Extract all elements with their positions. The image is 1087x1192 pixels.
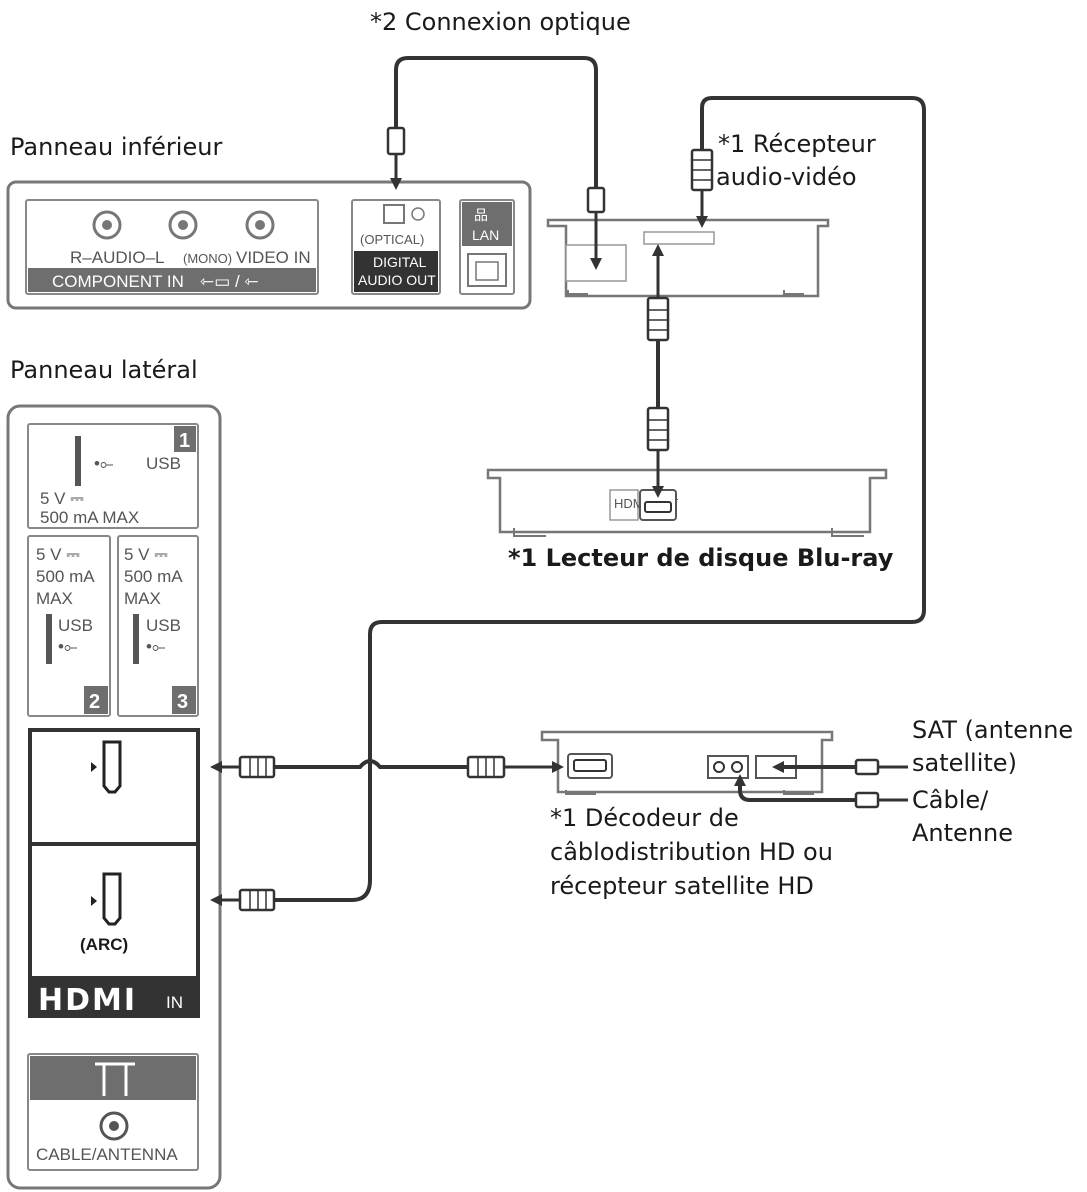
usb2-max: MAX [36, 589, 73, 608]
mono-label: (MONO) [183, 251, 232, 266]
tv-hdmi3-plug-icon [238, 888, 276, 912]
component-in-icons: ⇽▭ / ⇽ [200, 272, 259, 291]
bottom-panel: R–AUDIO–L (MONO) VIDEO IN COMPONENT IN ⇽… [6, 180, 532, 310]
hdmi-cable-decoder-to-tv [270, 759, 470, 769]
usb2-icon: •⟜ [58, 637, 78, 656]
usb2-voltage: 5 V ⎓ [36, 545, 80, 564]
bluray-player: HDMI OUT [486, 468, 888, 537]
hdmi3-number: 3 [176, 851, 187, 873]
hdmi-in-label: IN [166, 993, 183, 1012]
hdmi-cable-receiver-to-tv [270, 96, 926, 902]
optical-cable [394, 56, 598, 190]
antenna-icon [95, 1062, 135, 1096]
lan-network-icon: 品 [474, 207, 488, 223]
optical-connection-label: *2 Connexion optique [370, 8, 631, 36]
antenna-cable [738, 778, 858, 802]
hdmi2-number: 2 [176, 737, 187, 759]
bluray-label: *1 Lecteur de disque Blu-ray [508, 544, 894, 572]
av-receiver-label-1: *1 Récepteur [718, 130, 876, 158]
sat-plug-icon [854, 758, 880, 776]
usb2-current: 500 mA [36, 567, 95, 586]
optical-port-icon [383, 204, 405, 224]
usb3-label: USB [146, 616, 181, 635]
component-in-label: COMPONENT IN [52, 272, 184, 291]
audio-out-label: AUDIO OUT [358, 272, 436, 288]
digital-label: DIGITAL [373, 254, 427, 270]
usb3-icon: •⟜ [146, 637, 166, 656]
usb2-label: USB [58, 616, 93, 635]
usb1-label: USB [146, 454, 181, 473]
tv-hdmi2-plug-icon [238, 755, 276, 779]
bluray-cable-top-plug-icon [646, 296, 670, 342]
usb3-max: MAX [124, 589, 161, 608]
usb3-current: 500 mA [124, 567, 183, 586]
antenna-plug-icon [854, 791, 880, 809]
sat-label-1: SAT (antenne [912, 716, 1073, 744]
lan-label: LAN [472, 227, 499, 243]
usb3-voltage: 5 V ⎓ [124, 545, 168, 564]
usb1-current: 500 mA MAX [40, 508, 139, 527]
hdmi-logo: HDMI [38, 983, 137, 1018]
video-in-label: VIDEO IN [236, 248, 311, 267]
audio-label: R–AUDIO–L [70, 248, 164, 267]
side-panel: 1 •⟜ USB 5 V ⎓ 500 mA MAX 5 V ⎓ 500 mA M… [6, 404, 222, 1190]
decoder-label-3: récepteur satellite HD [550, 872, 814, 900]
bluray-cable-bottom-plug-icon [646, 406, 670, 452]
usb1-number: 1 [179, 430, 190, 452]
cable-label-1: Câble/ [912, 786, 989, 814]
usb1-voltage: 5 V ⎓ [40, 489, 84, 508]
hdmi3-port-icon [102, 872, 122, 926]
av-receiver-label-2: audio-vidéo [716, 163, 857, 191]
usb1-icon: •⟜ [94, 454, 114, 473]
cable-label-2: Antenne [912, 819, 1013, 847]
decoder [540, 730, 834, 795]
optical-label: (OPTICAL) [360, 232, 424, 247]
decoder-label-1: *1 Décodeur de [550, 804, 739, 832]
side-panel-title: Panneau latéral [10, 356, 198, 384]
sat-label-2: satellite) [912, 749, 1017, 777]
usb3-number: 3 [177, 691, 188, 713]
decoder-label-2: câblodistribution HD ou [550, 838, 833, 866]
cable-antenna-label: CABLE/ANTENNA [36, 1145, 178, 1164]
lan-port-icon [467, 253, 507, 287]
optical-plug-icon [386, 126, 406, 156]
bottom-panel-title: Panneau inférieur [10, 133, 222, 161]
arc-label: (ARC) [80, 935, 128, 954]
usb2-number: 2 [89, 691, 100, 713]
hdmi2-port-icon [102, 740, 122, 794]
